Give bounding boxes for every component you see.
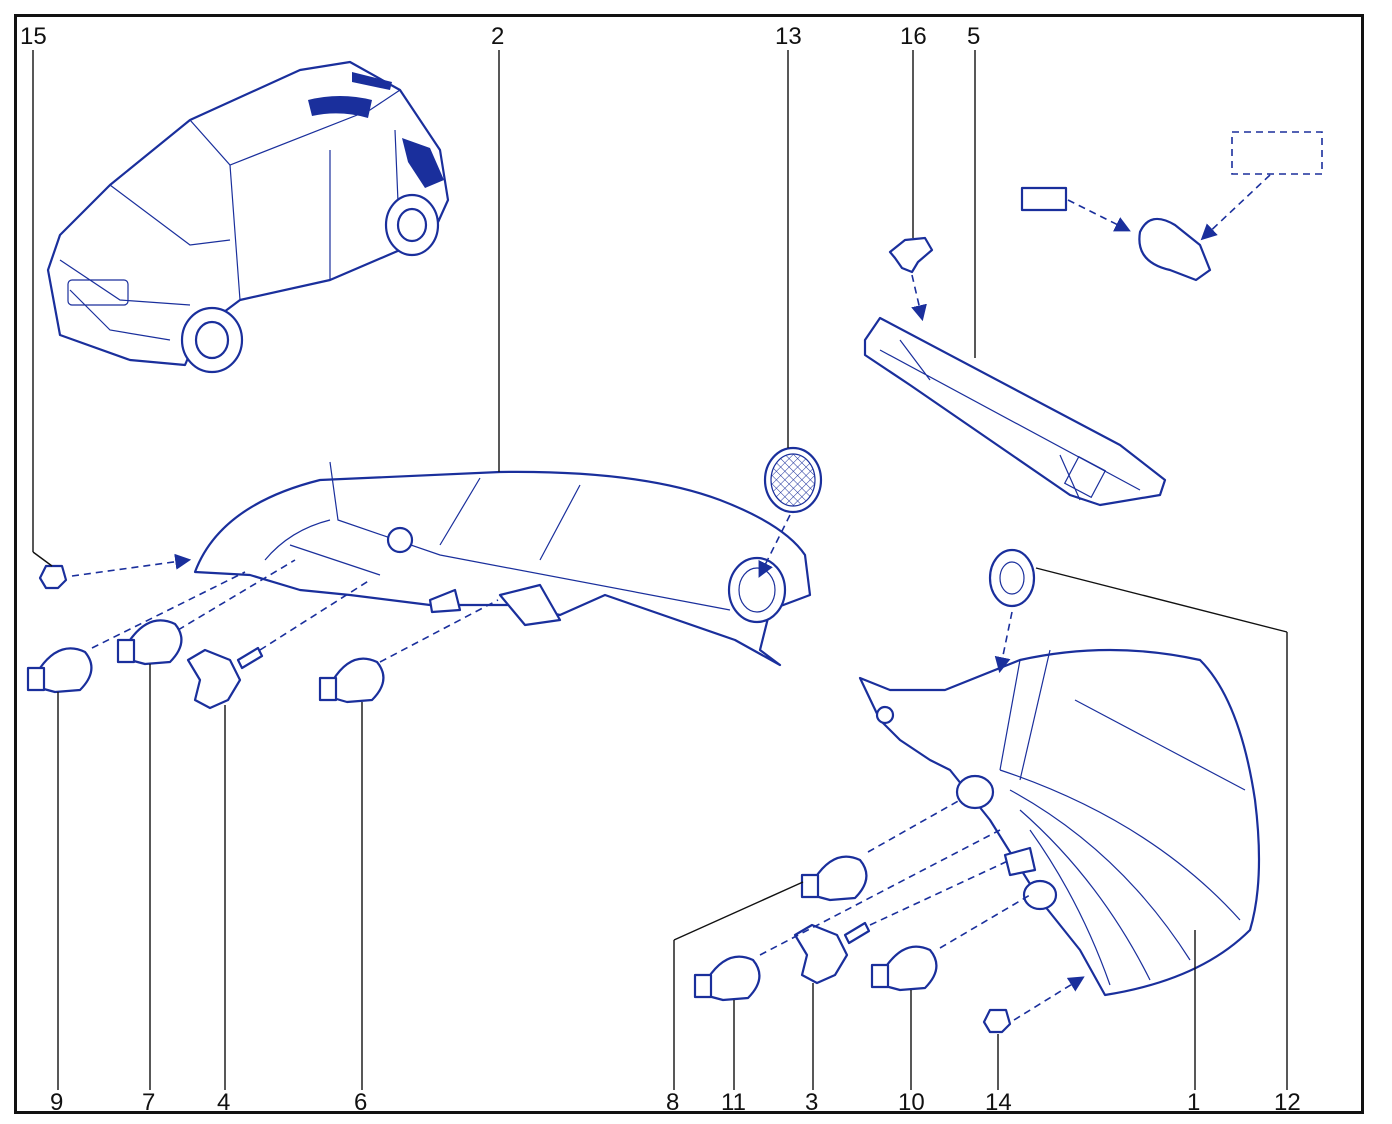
callout-3: 3 <box>805 1089 818 1116</box>
bulb <box>693 955 761 1002</box>
diagram-frame <box>14 14 1364 1114</box>
leader-lines <box>32 50 1288 1090</box>
callout-1: 1 <box>1187 1089 1200 1116</box>
car-illustration <box>46 60 450 374</box>
bulb <box>26 647 93 694</box>
bulb <box>318 657 385 704</box>
wedge-bulb <box>1020 131 1323 282</box>
clip <box>982 1008 1012 1034</box>
cap <box>988 548 1036 608</box>
callout-7: 7 <box>142 1089 155 1116</box>
bulb <box>800 855 868 902</box>
rail-bracket <box>863 316 1167 507</box>
callout-15: 15 <box>20 23 47 50</box>
callout-9: 9 <box>50 1089 63 1116</box>
bulb <box>116 619 183 666</box>
bulb-holder <box>186 646 264 710</box>
callout-4: 4 <box>217 1089 230 1116</box>
callout-labels: 15 2 13 16 5 9 7 4 6 8 11 3 10 14 1 12 <box>20 23 1301 1116</box>
callout-12: 12 <box>1274 1089 1301 1116</box>
rear-lamp-unit <box>858 648 1261 997</box>
bulb <box>870 945 938 992</box>
callout-8: 8 <box>666 1089 679 1116</box>
bulb-holder <box>793 921 871 985</box>
callout-14: 14 <box>985 1089 1012 1116</box>
callout-2: 2 <box>491 23 504 50</box>
callout-16: 16 <box>900 23 927 50</box>
callout-10: 10 <box>898 1089 925 1116</box>
cap <box>763 446 823 514</box>
callout-5: 5 <box>967 23 980 50</box>
callout-6: 6 <box>354 1089 367 1116</box>
clip <box>888 236 934 274</box>
headlamp-unit <box>193 461 812 667</box>
callout-13: 13 <box>775 23 802 50</box>
clip <box>38 564 68 590</box>
callout-11: 11 <box>721 1089 746 1116</box>
